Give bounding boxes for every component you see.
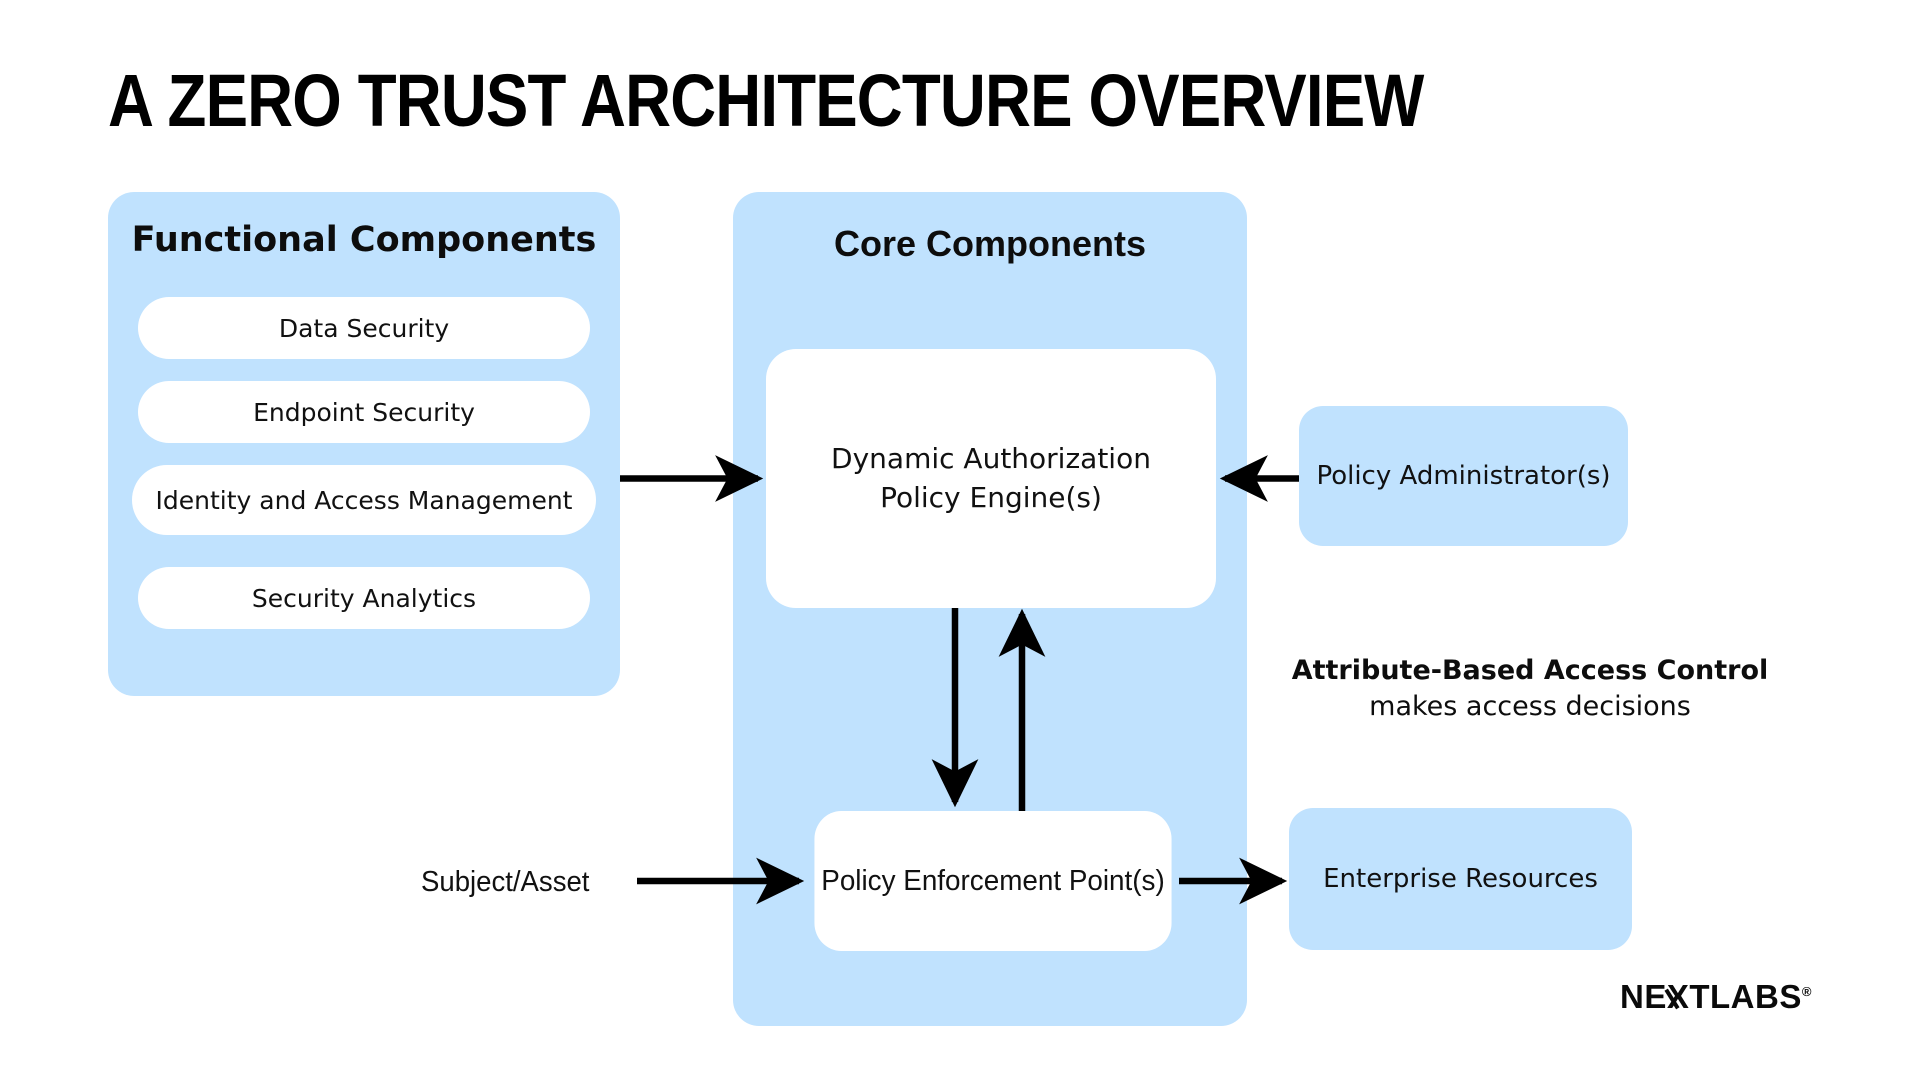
page-title: A ZERO TRUST ARCHITECTURE OVERVIEW: [108, 59, 1424, 142]
registered-trademark-icon: ®: [1801, 984, 1812, 999]
core-components-title: Core Components: [833, 223, 1146, 264]
abac-title: Attribute-Based Access Control: [1291, 655, 1769, 686]
dynamic-authorization-policy-engine-box[interactable]: Dynamic Authorization Policy Engine(s): [766, 349, 1216, 608]
enterprise-resources-box[interactable]: Enterprise Resources: [1289, 808, 1632, 950]
policy-enforcement-point-box[interactable]: Policy Enforcement Point(s): [814, 811, 1172, 951]
dape-line-1: Dynamic Authorization: [831, 442, 1151, 476]
logo-x-letter: X: [1666, 978, 1690, 1015]
functional-components-title: Functional Components: [131, 220, 597, 260]
pill-security-analytics[interactable]: Security Analytics: [138, 567, 590, 629]
policy-administrator-box[interactable]: Policy Administrator(s): [1299, 406, 1628, 546]
logo-text-tlabs: TLABS: [1689, 978, 1802, 1015]
abac-subtitle: makes access decisions: [1369, 691, 1691, 722]
pill-identity-and-access-management[interactable]: Identity and Access Management: [132, 465, 596, 535]
dynamic-authorization-policy-engine-label: Dynamic Authorization Policy Engine(s): [831, 440, 1151, 516]
pill-endpoint-security[interactable]: Endpoint Security: [138, 381, 590, 443]
pill-data-security[interactable]: Data Security: [138, 297, 590, 359]
abac-annotation: Attribute-Based Access Control makes acc…: [1280, 655, 1780, 722]
dape-line-2: Policy Engine(s): [880, 480, 1102, 514]
subject-asset-label: Subject/Asset: [421, 866, 590, 898]
functional-components-panel: Functional Components Data Security Endp…: [108, 192, 620, 696]
nextlabs-logo: NEXTLABS®: [1620, 978, 1812, 1016]
logo-text-ne: NE: [1620, 978, 1667, 1015]
